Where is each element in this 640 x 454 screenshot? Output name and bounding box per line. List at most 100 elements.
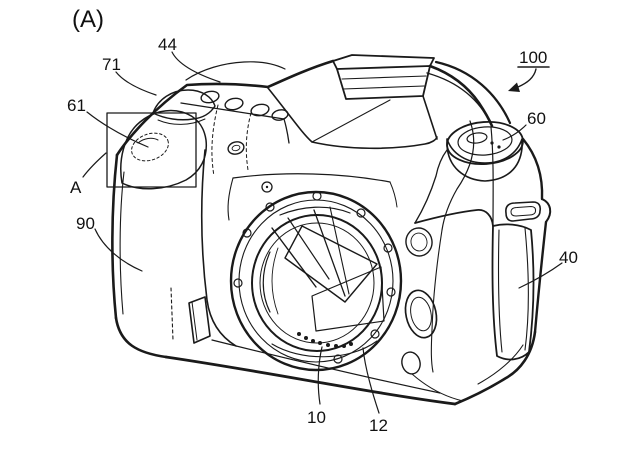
front-plate-top-edge [232, 173, 391, 183]
leader-61 [86, 111, 149, 148]
main-command-dial [152, 89, 216, 121]
strap-lug-right [541, 198, 552, 223]
mount-bottom-arc [271, 340, 378, 358]
lower-port-oval [401, 351, 421, 375]
reference-labels: (A) 44 71 61 A 90 100 60 40 10 12 [67, 6, 578, 435]
grip-dashed-line [170, 287, 174, 341]
mode-dial-mark [497, 145, 501, 149]
shoulder-front-crease [414, 149, 448, 224]
throat-arc-2 [271, 247, 279, 315]
top-plate-front-edge [180, 102, 290, 144]
ref-A: A [70, 178, 82, 197]
shoulder-panel-seam [490, 126, 494, 227]
mirror-strut-4 [329, 206, 350, 295]
leader-71 [115, 71, 157, 96]
reflex-mirror [284, 225, 378, 303]
contact-dot [311, 339, 315, 343]
front-right-crease-upper [441, 120, 475, 231]
lens-release-button-inner [410, 296, 432, 332]
mirror-strut-3 [313, 209, 346, 297]
leader-100-arrowhead [508, 82, 520, 92]
hot-shoe-front [336, 65, 431, 100]
bottom-right-crease [411, 373, 464, 402]
top-plate-button [250, 103, 270, 117]
mode-dial-window [466, 132, 488, 144]
lens-release-button [404, 289, 438, 339]
top-rear-sweep-outer [434, 60, 512, 125]
flange-screw [242, 228, 252, 238]
pentaprism [267, 54, 438, 150]
ref-100: 100 [519, 48, 547, 67]
main-dial-slot [157, 118, 206, 125]
hot-shoe-rail-1 [341, 75, 427, 80]
body-top-left-edge [115, 82, 270, 157]
front-screw [261, 181, 273, 193]
contact-dot [318, 341, 322, 345]
contact-dot [326, 343, 330, 347]
body-bottom-inner-seam [211, 339, 441, 394]
top-plate-button [224, 97, 244, 111]
grip-port-cover-inner [191, 301, 198, 341]
contact-dot [349, 342, 353, 346]
mirror-box [271, 206, 385, 348]
mode-dial [414, 120, 524, 224]
lens-mount [227, 173, 403, 372]
side-panel-outline [491, 223, 535, 361]
pentaprism-right-slope [428, 64, 494, 128]
leader-lines [82, 51, 563, 414]
flange-screw [265, 202, 275, 212]
leader-40 [518, 262, 563, 289]
contact-dot [342, 344, 346, 348]
figure-view-label: (A) [72, 6, 104, 33]
throat-arc-1 [262, 251, 271, 313]
bottom-right-inner-line [477, 344, 524, 385]
leader-A [82, 152, 107, 178]
ref-40: 40 [559, 248, 578, 267]
front-seam-dashed-1 [211, 104, 219, 177]
camera-body-outline [111, 59, 552, 406]
shutter-grip-top [120, 89, 290, 193]
side-panel-inner-right [524, 227, 529, 351]
self-timer-lamp-inner [231, 144, 241, 152]
shoulder-front-edge [414, 209, 494, 227]
top-plate-button [200, 90, 220, 104]
mirror-strut-1 [271, 227, 317, 288]
front-plate-right-edge [389, 181, 398, 208]
ref-44: 44 [158, 35, 177, 54]
side-panel-inner-left [497, 229, 503, 353]
grip-bottom-edge [114, 316, 168, 359]
flange-screw [383, 243, 393, 253]
contact-dot [297, 332, 301, 336]
right-side-panel [401, 120, 542, 402]
body-right-edge-upper [521, 137, 544, 201]
terminal-cover-inner [410, 232, 428, 252]
self-timer-lamp [227, 141, 245, 155]
contact-dot [304, 336, 308, 340]
flange-screw [386, 287, 396, 297]
leader-100-arrow-shaft [517, 68, 537, 88]
ref-61: 61 [67, 96, 86, 115]
contact-dot [334, 344, 338, 348]
ref-71: 71 [102, 55, 121, 74]
bayonet-ring-inner [259, 222, 375, 344]
front-screw-dot [265, 185, 269, 189]
ref-10: 10 [307, 408, 326, 427]
hot-shoe-step [332, 60, 338, 70]
prism-front-bottom [267, 87, 438, 150]
leader-44 [171, 51, 221, 83]
ref-12: 12 [369, 416, 388, 435]
prism-right-edge [422, 95, 438, 140]
shutter-mound [120, 109, 208, 190]
body-bottom-edge [164, 355, 457, 406]
ref-90: 90 [76, 214, 95, 233]
flange-screw [233, 278, 243, 288]
grip-port-cover [188, 296, 211, 344]
flange-screw [312, 191, 322, 201]
leader-10 [317, 346, 323, 405]
top-rear-sweep-inner [426, 72, 493, 127]
detail-box-a [106, 112, 197, 188]
mirror-strut-2 [287, 217, 330, 280]
flange-screw [333, 354, 343, 364]
